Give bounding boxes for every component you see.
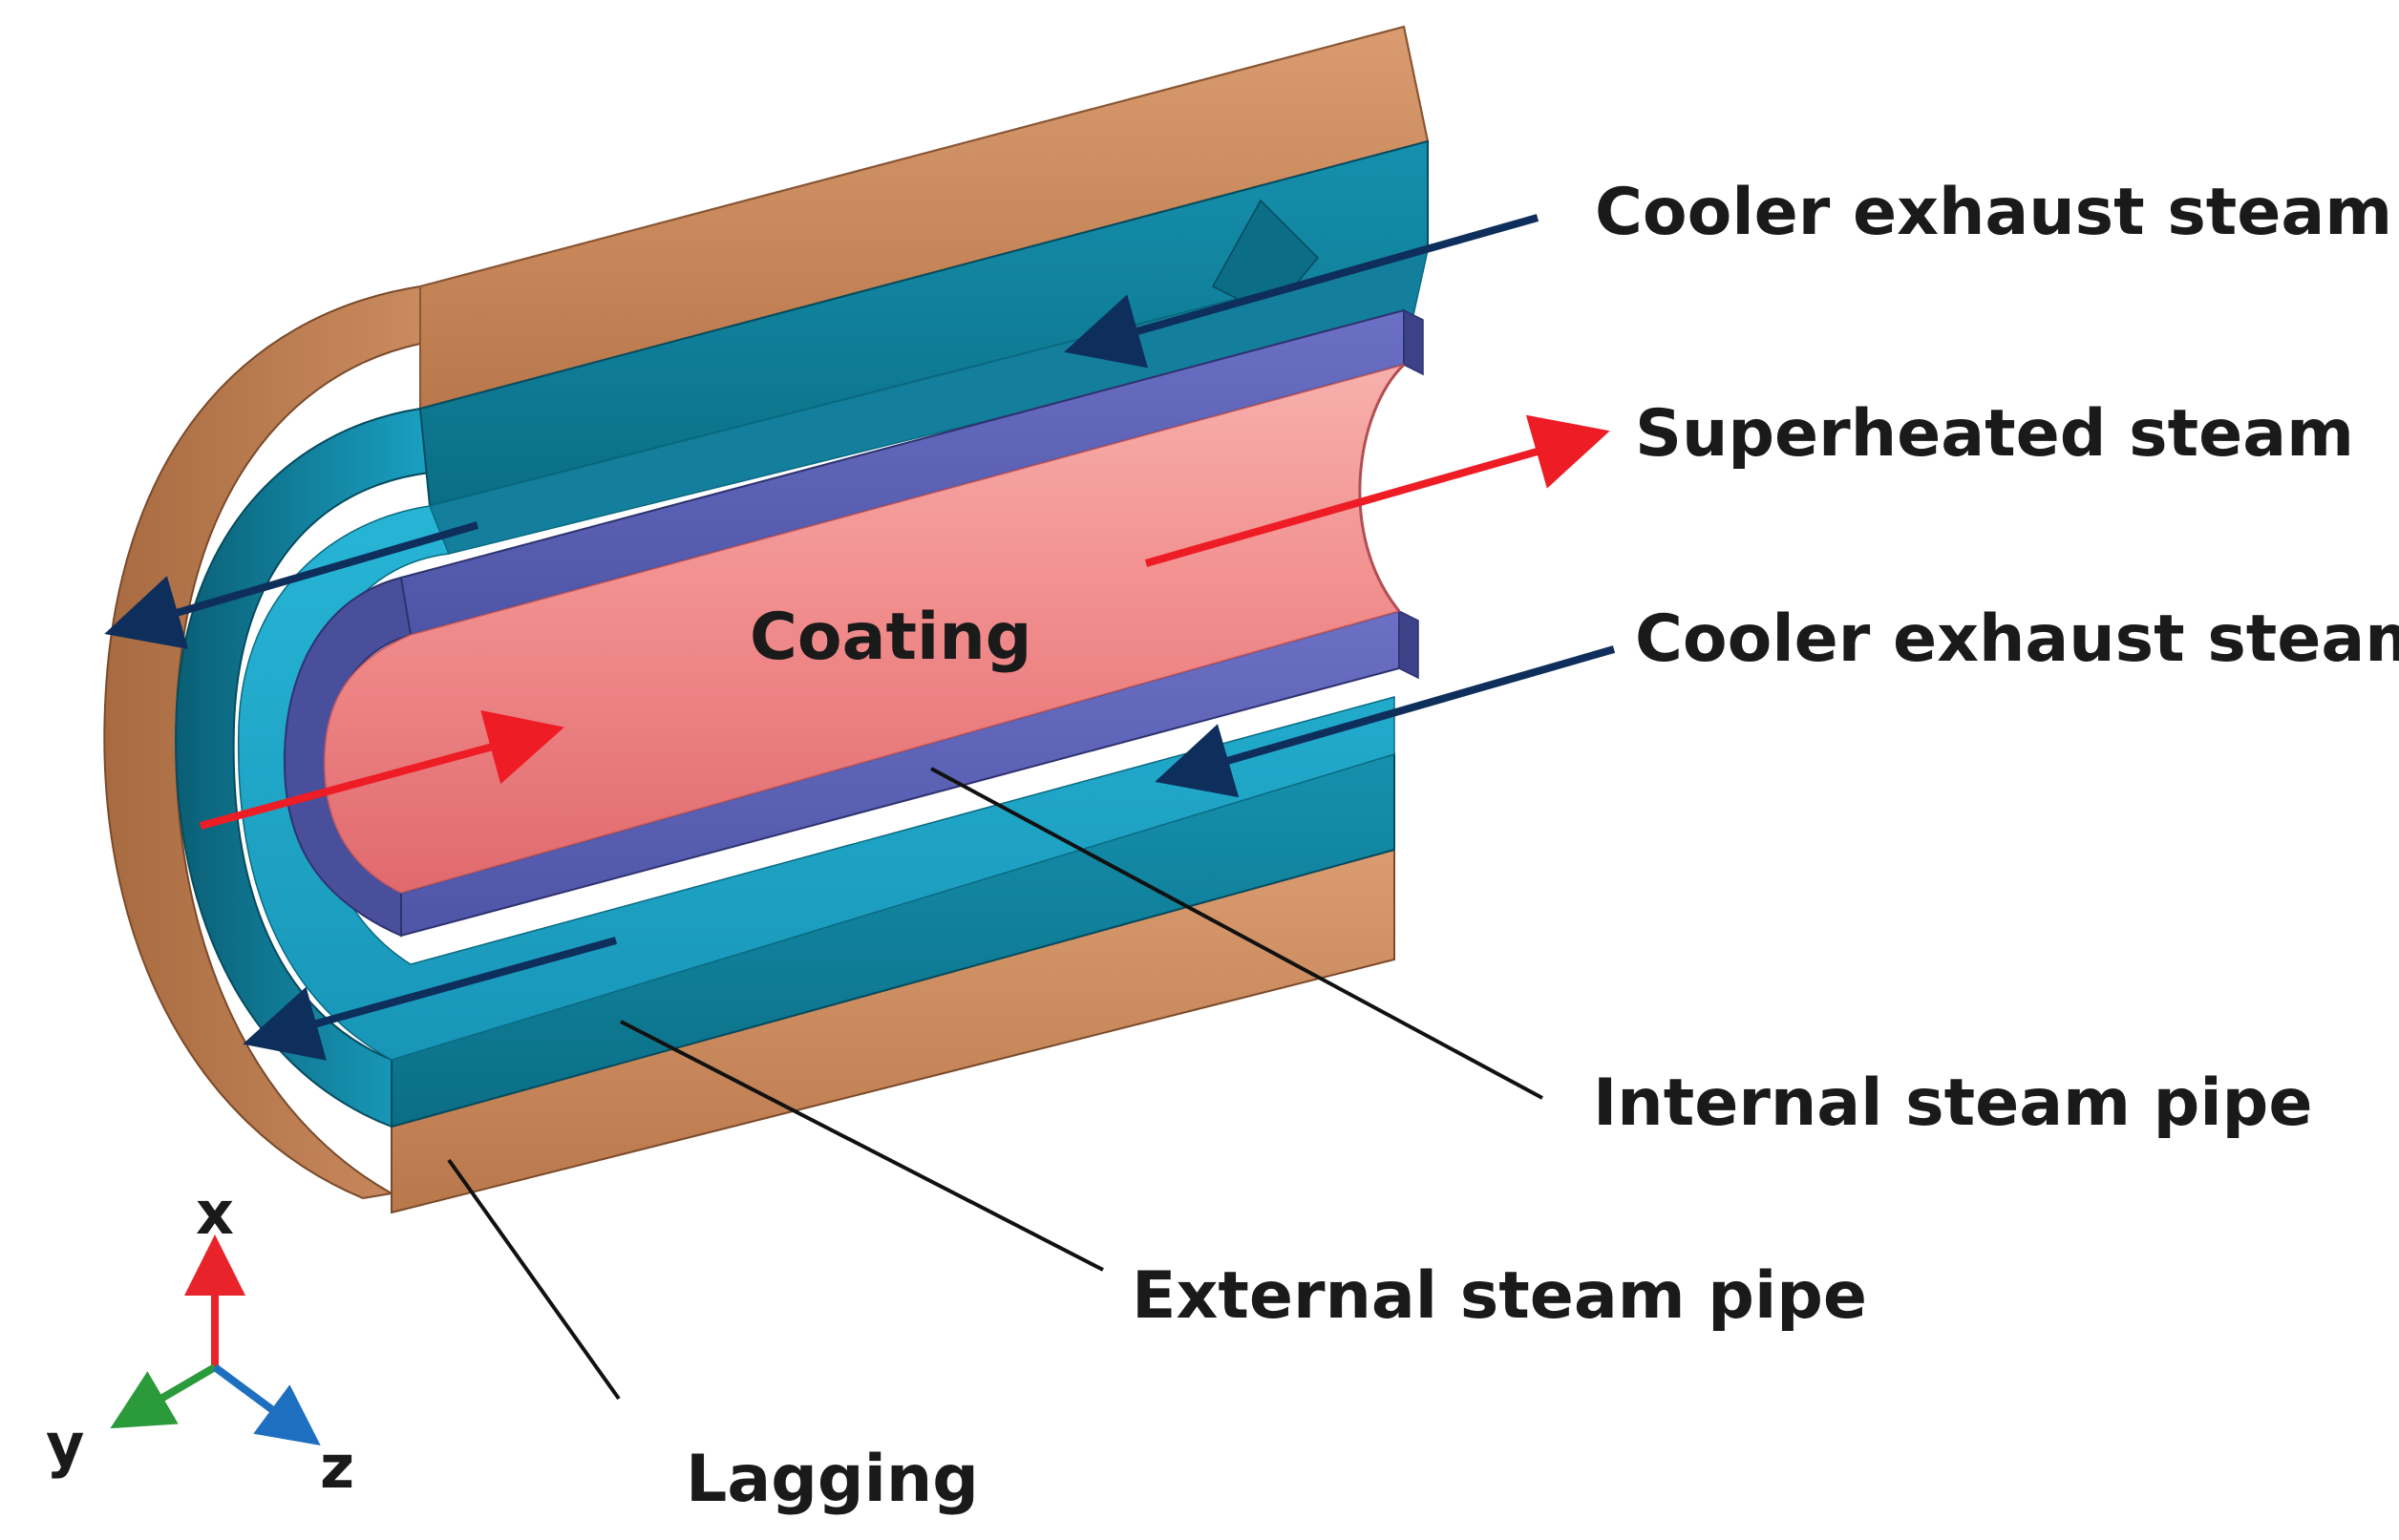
cold-arrow-mid-right: [1155, 645, 1616, 798]
internal-pipe-end-top: [1403, 308, 1424, 376]
cold-arrow-bottom-left: [243, 937, 618, 1061]
lagging-layer: [103, 25, 1430, 1214]
axis-z-label: z: [320, 1432, 354, 1502]
coating-bore: [324, 363, 1406, 894]
leader-lines: [447, 767, 1543, 1401]
axis-y-arrow: [110, 1363, 218, 1429]
leader-lagging: [447, 1158, 621, 1401]
label-cooler-exhaust-top: Cooler exhaust steam: [1595, 175, 2392, 250]
cold-arrow-top-right: [1064, 214, 1539, 369]
leader-internal-pipe: [930, 767, 1543, 1100]
label-lagging: Lagging: [686, 1442, 979, 1517]
label-cooler-exhaust-mid: Cooler exhaust steam: [1635, 601, 2399, 677]
hot-arrow-left: [199, 709, 564, 830]
label-external-steam-pipe: External steam pipe: [1132, 1258, 1867, 1334]
internal-pipe-layer: [283, 308, 1424, 938]
cold-arrow-top-left: [104, 521, 479, 649]
internal-pipe-end-bottom: [1398, 609, 1419, 680]
hot-arrow-right: [1144, 414, 1610, 567]
coating-end-opening: [1358, 363, 1406, 612]
axis-x-label: x: [196, 1178, 234, 1248]
axis-z-arrow: [212, 1363, 321, 1446]
label-coating: Coating: [750, 600, 1031, 675]
axis-triad: x y z: [46, 1178, 354, 1502]
label-internal-steam-pipe: Internal steam pipe: [1593, 1065, 2312, 1141]
axis-y-label: y: [46, 1410, 84, 1480]
lagging-front-face: [103, 285, 421, 1200]
flow-arrows: [104, 214, 1616, 1061]
label-superheated-steam: Superheated steam: [1635, 396, 2354, 472]
leader-external-pipe: [620, 1020, 1104, 1272]
